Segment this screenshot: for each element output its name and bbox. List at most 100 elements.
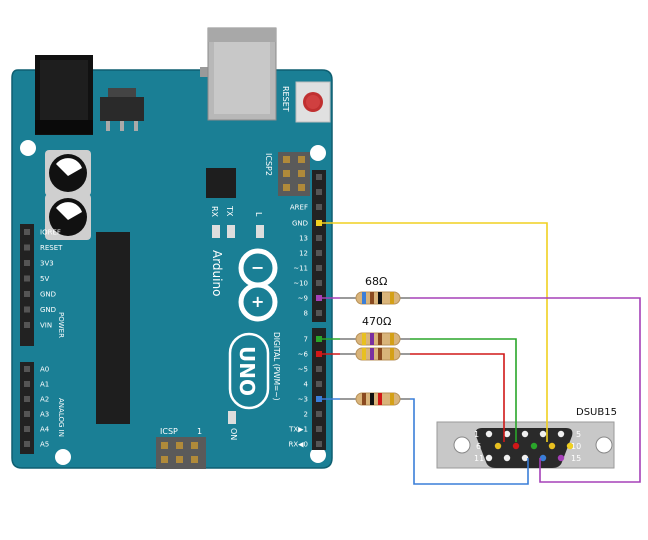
reset-button[interactable] — [295, 81, 331, 123]
analog-pin[interactable] — [24, 411, 30, 417]
connector-name: DSUB15 — [576, 407, 617, 418]
resistor-band — [370, 333, 374, 345]
arduino-logo-plus: + — [251, 292, 264, 311]
tx-label: TX — [225, 205, 234, 217]
header-pin-aref[interactable] — [316, 204, 322, 210]
mounting-hole — [310, 145, 326, 161]
connector-pins — [485, 430, 574, 462]
resistor-band — [378, 348, 382, 360]
resistor-band — [362, 393, 366, 405]
dsub-pin[interactable] — [503, 454, 511, 462]
pin-label-10: ~10 — [293, 280, 308, 288]
pin-label-3: ~3 — [298, 396, 308, 404]
analog-pin[interactable] — [24, 381, 30, 387]
header-pin-5[interactable] — [316, 366, 322, 372]
pin-label-0: RX◀0 — [289, 441, 309, 449]
pin-label-11: ~11 — [293, 265, 308, 273]
on-led — [228, 411, 236, 424]
analog-pin-label: A5 — [40, 441, 49, 449]
resistors — [340, 291, 410, 406]
mounting-hole — [310, 447, 326, 463]
power-pin-label: VIN — [40, 322, 52, 330]
resistor-band — [370, 393, 374, 405]
resistor-band — [390, 348, 394, 360]
pin-label-12: 12 — [299, 250, 308, 258]
power-pin[interactable] — [24, 306, 30, 313]
dsub-pin[interactable] — [521, 454, 529, 462]
header-pin-unused — [316, 174, 322, 180]
wire-pin9 — [319, 297, 641, 483]
dsub-pin[interactable] — [557, 430, 565, 438]
pin-label-9: ~9 — [298, 295, 308, 303]
analog-pin[interactable] — [24, 441, 30, 447]
power-pin[interactable] — [24, 322, 30, 328]
header-pin-13[interactable] — [316, 235, 322, 241]
power-pin[interactable] — [24, 260, 30, 266]
power-pin-label: IOREF — [40, 229, 61, 237]
arduino-logo — [238, 248, 278, 322]
rx-label: RX — [210, 206, 219, 218]
dsub-pin[interactable] — [503, 430, 511, 438]
dsub-pin[interactable] — [539, 430, 547, 438]
power-pin[interactable] — [24, 244, 30, 251]
resistor — [340, 392, 410, 406]
dsub-pin-5-label: 5 — [576, 430, 581, 439]
pin-label-gnd: GND — [292, 220, 308, 228]
dsub-pin-11-label: 11 — [474, 454, 484, 463]
analog-pin[interactable] — [24, 366, 30, 372]
dsub-pin[interactable] — [566, 442, 574, 450]
rx-led — [212, 225, 220, 238]
power-label: POWER — [57, 312, 65, 338]
header-pin-1[interactable] — [316, 426, 322, 432]
reset-label: RESET — [281, 86, 290, 112]
arduino-board: RESET ICSP2 RX — [11, 27, 333, 469]
analog-pin[interactable] — [24, 396, 30, 402]
resistor-band — [378, 393, 382, 405]
resistor-band — [362, 292, 366, 304]
uno-badge: UNO — [228, 332, 270, 410]
dsub-pin[interactable] — [485, 454, 493, 462]
header-pin-10[interactable] — [316, 280, 322, 286]
tx-led — [227, 225, 235, 238]
dsub-pin[interactable] — [521, 430, 529, 438]
dsub-pin[interactable] — [485, 430, 493, 438]
power-pin[interactable] — [24, 229, 30, 235]
header-pin-8[interactable] — [316, 310, 322, 316]
dsub-pin[interactable] — [557, 454, 565, 462]
arduino-logo-minus: − — [251, 258, 264, 277]
header-pin-4[interactable] — [316, 381, 322, 387]
dsub-pin[interactable] — [548, 442, 556, 450]
power-pin[interactable] — [24, 291, 30, 297]
voltage-regulator — [100, 88, 144, 131]
resistor-band — [362, 348, 366, 360]
icsp-pin1-label: 1 — [197, 427, 202, 436]
dsub-pin[interactable] — [539, 454, 547, 462]
power-pin[interactable] — [24, 275, 30, 282]
on-label: ON — [229, 428, 238, 440]
power-pin-label: GND — [40, 291, 56, 299]
dsub-pin[interactable] — [530, 442, 538, 450]
dsub-pin[interactable] — [512, 442, 520, 450]
pin-label-7: 7 — [304, 336, 308, 344]
digital-header-lower — [312, 328, 326, 450]
header-pin-0[interactable] — [316, 441, 322, 447]
dsub-pin[interactable] — [494, 442, 502, 450]
power-pin-label: RESET — [40, 244, 63, 252]
icsp-header — [156, 437, 206, 469]
wire-gnd — [319, 222, 548, 442]
pin-label-aref: AREF — [290, 204, 308, 212]
resistor-band — [378, 292, 382, 304]
analog-pin-label: A3 — [40, 411, 49, 419]
header-pin-12[interactable] — [316, 250, 322, 256]
power-jack — [35, 55, 93, 135]
header-pin-11[interactable] — [316, 265, 322, 271]
mounting-hole — [55, 449, 71, 465]
capacitor — [45, 194, 91, 240]
resistor — [340, 291, 410, 305]
dsub-pin-10-label: 10 — [571, 442, 581, 451]
header-pin-2[interactable] — [316, 411, 322, 417]
resistor — [340, 347, 410, 361]
analog-pin[interactable] — [24, 426, 30, 432]
l-label: L — [254, 212, 263, 217]
